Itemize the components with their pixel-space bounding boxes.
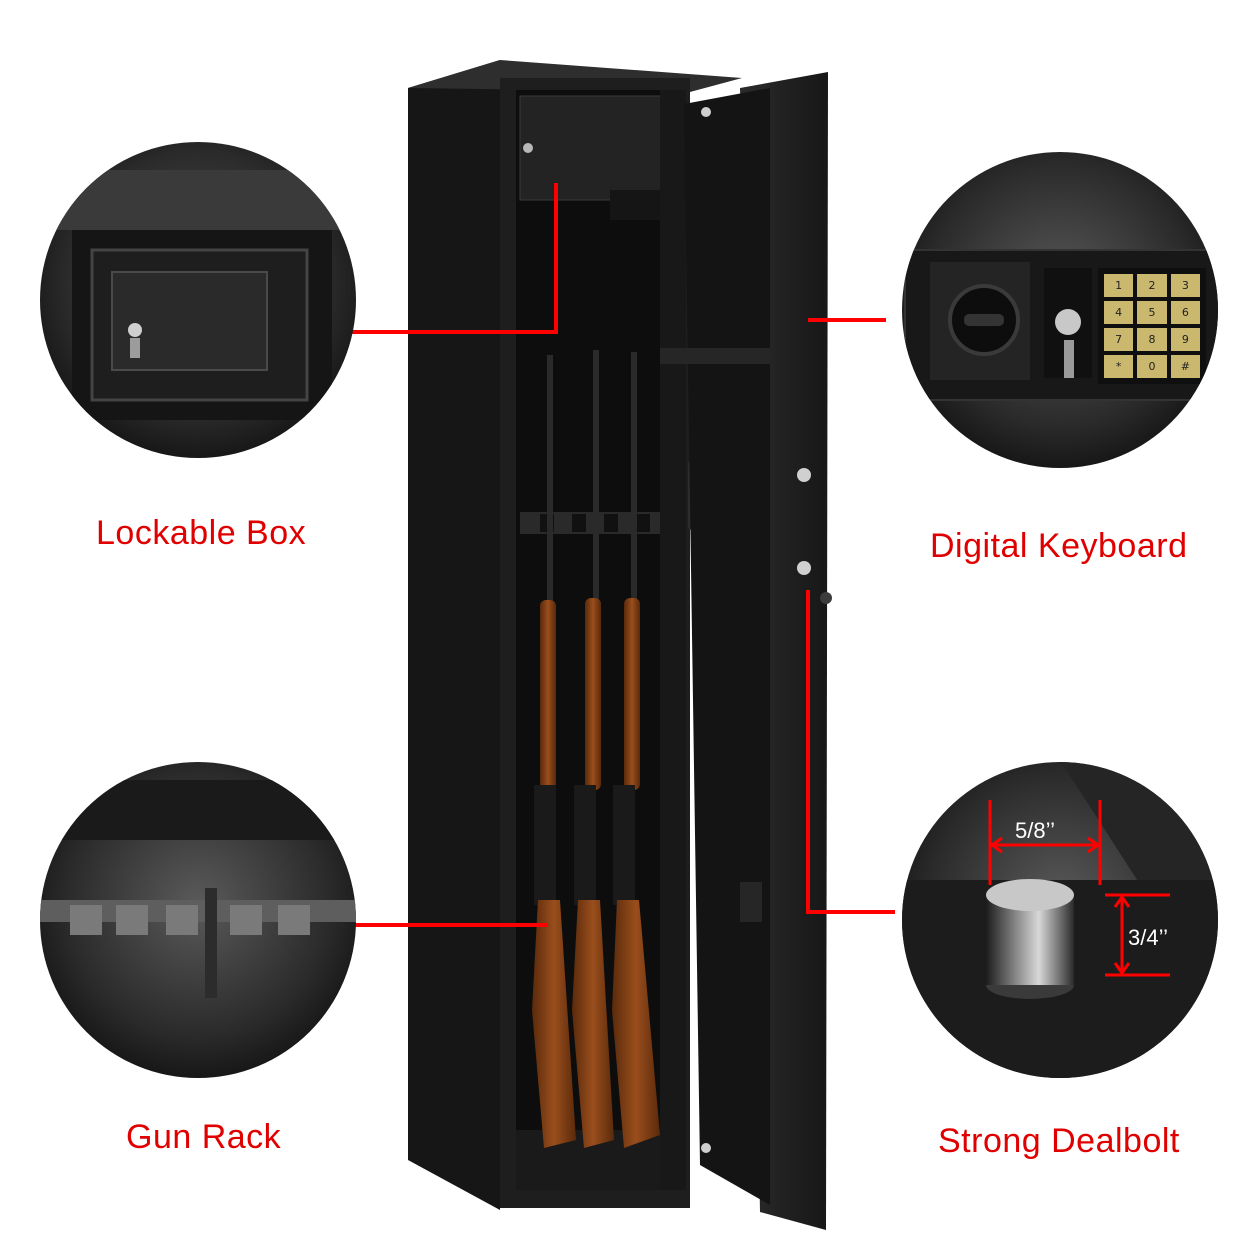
label-digital-keyboard: Digital Keyboard <box>930 527 1188 565</box>
keypad-key: 3 <box>1170 274 1200 297</box>
gun-rack-icon <box>70 905 102 935</box>
door-knob <box>820 592 832 604</box>
door-inner-panel <box>684 88 770 1205</box>
safe-door <box>660 72 832 1230</box>
rifle <box>532 355 576 1148</box>
connector-lockable-box <box>350 183 558 334</box>
keypad-key: 6 <box>1170 301 1200 324</box>
rack-slot <box>636 514 650 532</box>
zoom-lockable-box <box>40 142 356 458</box>
rifle <box>612 352 660 1148</box>
interior-lock-box <box>519 95 681 201</box>
zoom-gun-rack <box>40 762 356 1078</box>
rack-slot <box>572 514 586 532</box>
interior-lock-box-keyhole <box>523 143 533 153</box>
keypad-key: 1 <box>1104 274 1134 297</box>
keypad-key: 4 <box>1104 301 1134 324</box>
door-hinge <box>701 107 711 117</box>
door-top-bracket <box>660 348 770 364</box>
keypad-key: * <box>1104 355 1134 378</box>
keypad-key: 7 <box>1104 328 1134 351</box>
lock-box-icon <box>128 323 142 337</box>
safe-left-side <box>408 60 500 1210</box>
label-strong-deadbolt: Strong Dealbolt <box>938 1122 1180 1160</box>
rack-slot <box>604 514 618 532</box>
label-lockable-box: Lockable Box <box>96 514 307 552</box>
keypad-key: 5 <box>1137 301 1167 324</box>
door-hinge <box>701 1143 711 1153</box>
keypad-key: 8 <box>1137 328 1167 351</box>
rifles <box>532 350 660 1148</box>
keypad-key: 2 <box>1137 274 1167 297</box>
safe-inner-wall <box>660 90 686 1190</box>
door-bolt <box>797 561 811 575</box>
dimension-lines <box>988 800 1170 977</box>
zoom-digital-keyboard <box>902 152 1218 468</box>
connector-lines <box>346 183 895 927</box>
dimension-bolt-width: 5/8’’ <box>1015 818 1055 843</box>
keypad-key: # <box>1170 355 1200 378</box>
rifle <box>572 350 614 1148</box>
connector-deadbolt <box>806 590 895 914</box>
door-bolt <box>797 468 811 482</box>
dimension-bolt-height: 3/4’’ <box>1128 925 1168 950</box>
keypad-grid: 1 2 3 4 5 6 7 8 9 * 0 # <box>1104 274 1200 378</box>
label-gun-rack: Gun Rack <box>126 1118 282 1156</box>
keypad-key: 0 <box>1137 355 1167 378</box>
door-bottom-bracket <box>740 882 762 922</box>
keypad-key: 9 <box>1170 328 1200 351</box>
zoom-deadbolt <box>902 762 1218 1078</box>
